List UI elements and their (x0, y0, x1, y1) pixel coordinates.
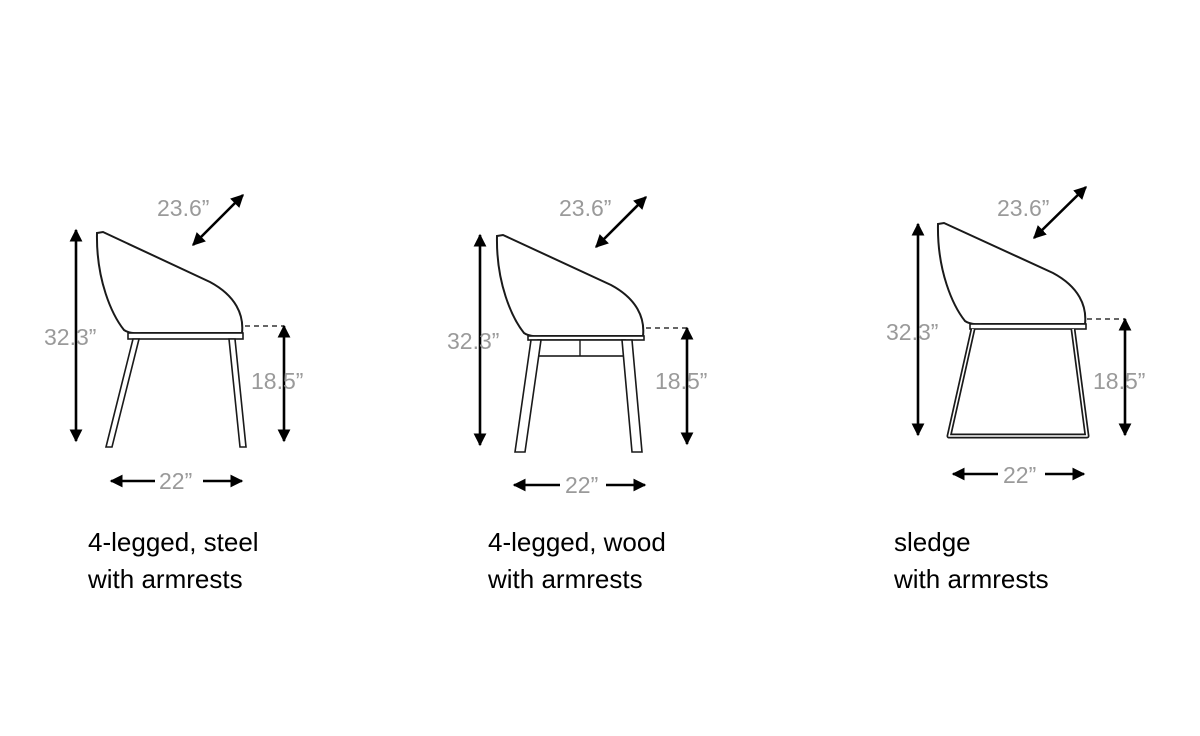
chair-steel-shell (95, 230, 244, 335)
chair-wood-shell (495, 233, 645, 338)
caption-line-2: with armrests (488, 564, 643, 594)
depth-arrow (192, 194, 244, 246)
depth-label: 23.6” (997, 195, 1049, 221)
chair-steel-seat-frame (127, 332, 244, 340)
height-label: 32.3” (44, 324, 96, 350)
width-label: 22” (565, 472, 598, 498)
caption-line-1: 4-legged, wood (488, 527, 666, 557)
chair-steel-front-leg (104, 338, 141, 448)
chair-sledge: 23.6” 32.3” 18.5” 22” (886, 186, 1145, 488)
chair-steel: 23.6” 32.3” 18.5” 22” (44, 194, 303, 494)
caption-wood: 4-legged, wood with armrests (488, 524, 666, 598)
chair-wood-front-leg (514, 339, 542, 453)
seat-height-label: 18.5” (1093, 368, 1145, 394)
chair-sledge-frame-inner (948, 328, 1088, 437)
caption-line-1: sledge (894, 527, 971, 557)
caption-line-1: 4-legged, steel (88, 527, 259, 557)
chair-sledge-shell (936, 221, 1087, 326)
height-label: 32.3” (886, 319, 938, 345)
chair-wood-stretcher (537, 339, 626, 357)
width-label: 22” (159, 468, 192, 494)
seat-height-label: 18.5” (655, 368, 707, 394)
width-label: 22” (1003, 462, 1036, 488)
caption-steel: 4-legged, steel with armrests (88, 524, 259, 598)
caption-sledge: sledge with armrests (894, 524, 1049, 598)
height-label: 32.3” (447, 328, 499, 354)
depth-arrow (1033, 186, 1087, 239)
seat-height-label: 18.5” (251, 368, 303, 394)
chair-steel-back-leg (228, 338, 247, 448)
chair-sledge-seat-frame (969, 323, 1087, 330)
depth-arrow (595, 196, 647, 248)
depth-label: 23.6” (559, 195, 611, 221)
caption-line-2: with armrests (88, 564, 243, 594)
chair-wood: 23.6” 32.3” 18.5” 22” (447, 195, 707, 498)
chair-wood-back-leg (621, 339, 643, 453)
caption-line-2: with armrests (894, 564, 1049, 594)
depth-label: 23.6” (157, 195, 209, 221)
